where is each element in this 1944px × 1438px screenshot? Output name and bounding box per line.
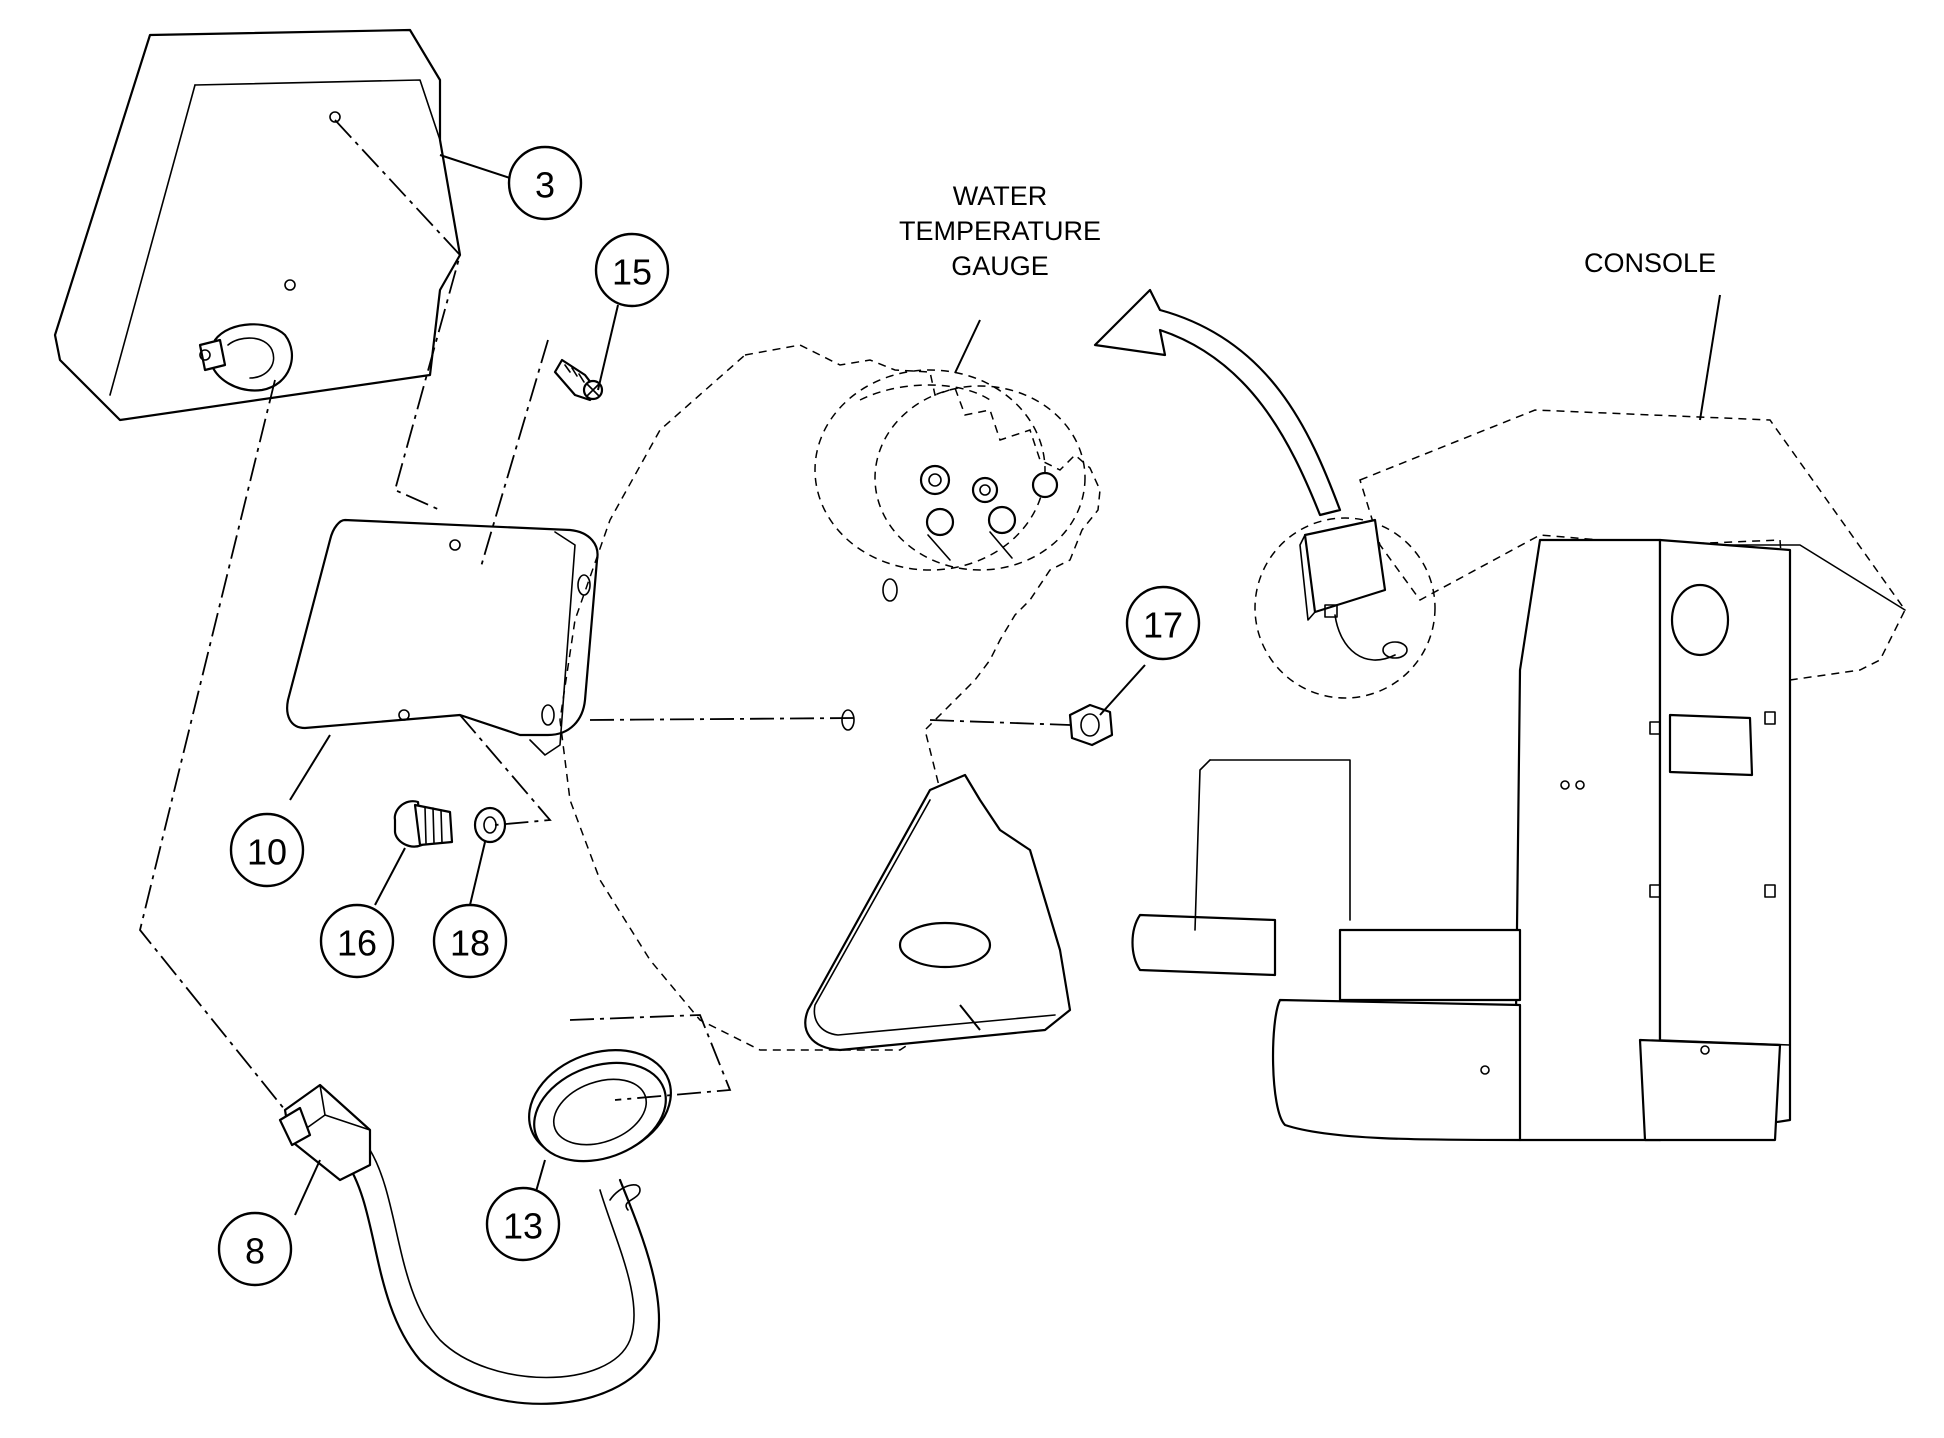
callout-17: 17 bbox=[1125, 585, 1201, 661]
callout-3: 3 bbox=[507, 145, 583, 221]
callout-10: 10 bbox=[229, 812, 305, 888]
svg-text:17: 17 bbox=[1143, 605, 1183, 646]
svg-text:3: 3 bbox=[535, 165, 555, 206]
svg-text:GAUGE: GAUGE bbox=[951, 251, 1049, 281]
svg-text:WATER: WATER bbox=[953, 181, 1048, 211]
leader-lines bbox=[289, 154, 1721, 1216]
washer-18 bbox=[473, 806, 507, 844]
nut-17 bbox=[1068, 703, 1114, 747]
callout-15: 15 bbox=[594, 232, 670, 308]
svg-text:8: 8 bbox=[245, 1231, 265, 1272]
console-detail-view bbox=[1254, 517, 1436, 699]
svg-text:15: 15 bbox=[612, 252, 652, 293]
mounting-bracket bbox=[286, 518, 599, 756]
connection-lines bbox=[139, 119, 1071, 1111]
callout-18: 18 bbox=[432, 903, 508, 979]
sending-unit-box bbox=[53, 28, 462, 422]
console-label: CONSOLE bbox=[1584, 248, 1716, 278]
bolt-16 bbox=[393, 800, 454, 848]
svg-text:10: 10 bbox=[247, 832, 287, 873]
svg-text:16: 16 bbox=[337, 923, 377, 964]
callout-8: 8 bbox=[217, 1211, 293, 1287]
callout-13: 13 bbox=[485, 1186, 561, 1262]
svg-text:TEMPERATURE: TEMPERATURE bbox=[899, 216, 1101, 246]
grommet-13 bbox=[528, 1049, 672, 1163]
water-temperature-gauge bbox=[814, 369, 1086, 571]
svg-text:18: 18 bbox=[450, 923, 490, 964]
wire-harness bbox=[278, 1083, 661, 1405]
dash-panel bbox=[559, 344, 1101, 1052]
water-temperature-gauge-label: WATER TEMPERATURE GAUGE bbox=[899, 181, 1101, 281]
callout-16: 16 bbox=[319, 903, 395, 979]
screw-15 bbox=[553, 358, 604, 402]
svg-text:13: 13 bbox=[503, 1206, 543, 1247]
console bbox=[1093, 288, 1906, 1142]
